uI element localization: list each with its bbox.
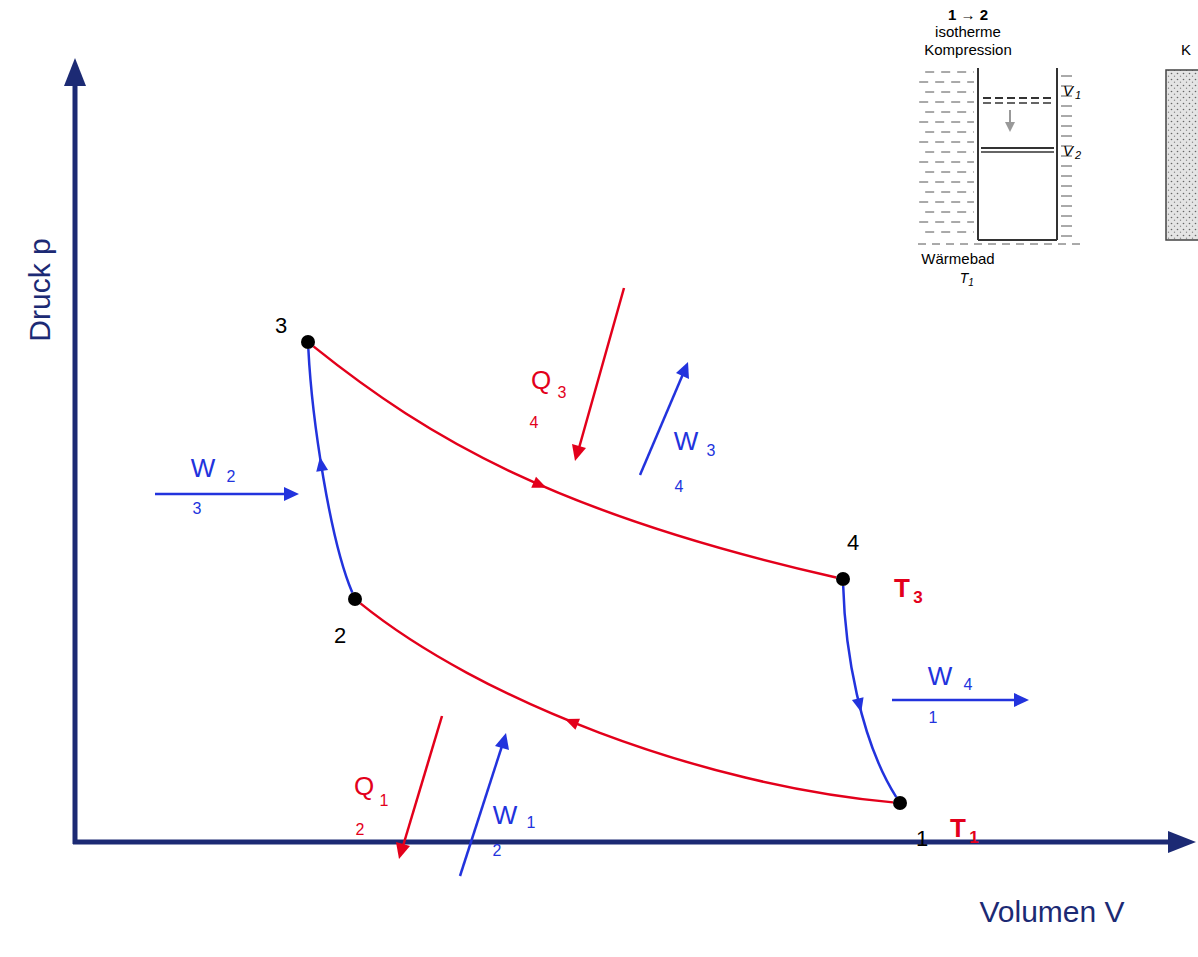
subscript: 1 (929, 710, 938, 726)
process-curve (843, 586, 896, 797)
point-number: 1 (916, 828, 928, 850)
inset-title: 1 → 2 (948, 7, 988, 22)
axis-label: Druck p (25, 238, 55, 341)
axis-label: Volumen V (979, 897, 1124, 927)
volume-label: V (1063, 83, 1073, 98)
process-curve (313, 346, 836, 577)
point-number: 2 (334, 625, 346, 647)
subscript: 3 (558, 385, 567, 401)
process-curve (308, 349, 352, 593)
cylinder-illustration (918, 68, 1198, 244)
temperature-label: T (950, 815, 966, 841)
temperature-label: T (894, 575, 910, 601)
state-point: 3 (301, 335, 315, 349)
temperature-label: T (960, 271, 969, 285)
work-label: W (191, 455, 216, 481)
state-point: 1 (893, 796, 907, 810)
subscript: 3 (913, 589, 922, 606)
process-curve (360, 603, 893, 802)
subscript: 1 (969, 829, 978, 846)
work-label: W (674, 428, 699, 454)
inset-title: Kompression (924, 42, 1012, 57)
subscript: 4 (530, 415, 539, 431)
work-label: W (928, 663, 953, 689)
subscript: 2 (227, 469, 236, 485)
point-number: 3 (275, 315, 287, 337)
volume-label: V (1063, 143, 1073, 158)
point-number: 4 (847, 532, 859, 554)
subscript: 3 (707, 443, 716, 459)
inset-title: K (1181, 42, 1191, 57)
subscript: 1 (380, 793, 389, 809)
work-label: W (493, 802, 518, 828)
subscript: 3 (193, 501, 202, 517)
bath-label: Wärmebad (921, 251, 994, 266)
subscript: 2 (493, 843, 502, 859)
inset-title: isotherme (935, 24, 1001, 39)
subscript: 4 (964, 677, 973, 693)
subscript: 1 (527, 815, 536, 831)
axes (64, 58, 1196, 853)
heat-label: Q (354, 773, 374, 799)
subscript: 2 (1075, 150, 1081, 161)
subscript: 1 (1075, 90, 1081, 101)
subscript: 2 (356, 822, 365, 838)
state-point: 4 (836, 572, 850, 586)
subscript: 1 (968, 278, 974, 288)
heat-label: Q (531, 367, 551, 393)
state-point: 2 (348, 592, 362, 606)
energy-arrows (155, 288, 1029, 876)
subscript: 4 (675, 479, 684, 495)
